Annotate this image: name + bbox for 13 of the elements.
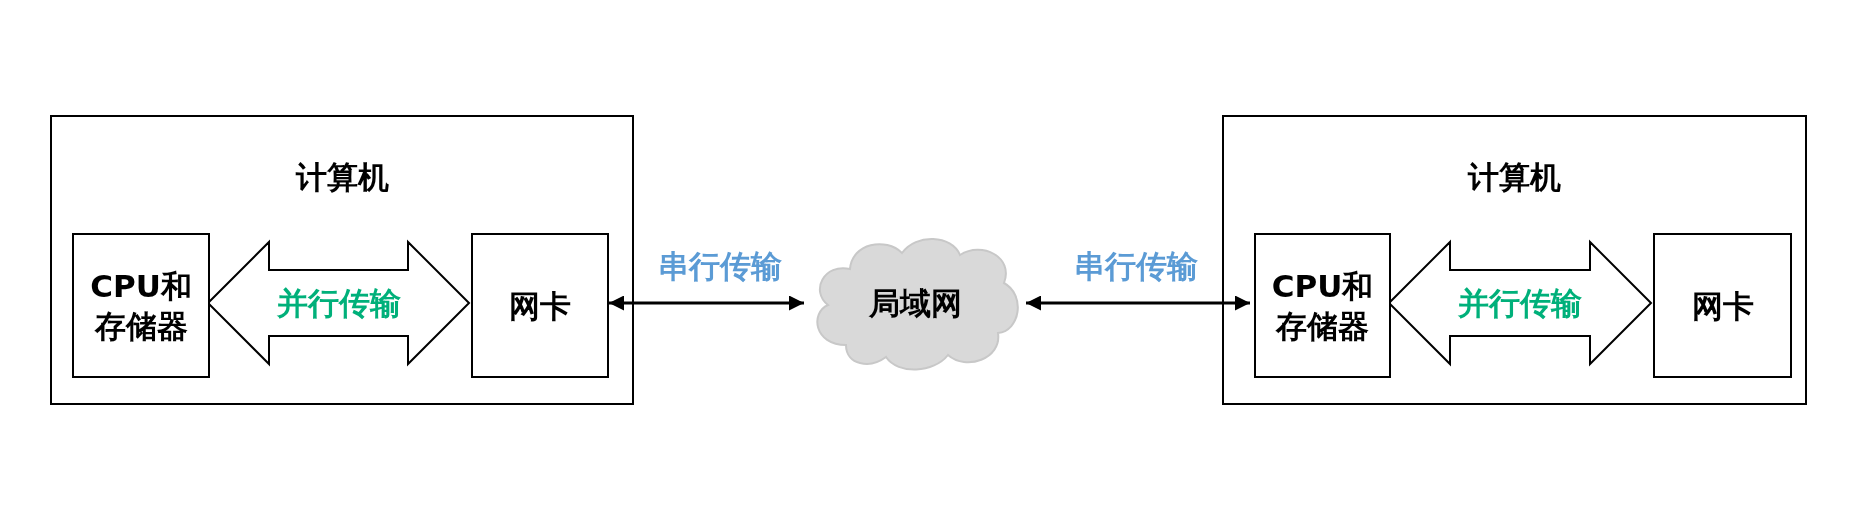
component-box: CPU和存储器: [72, 233, 210, 378]
component-box: 网卡: [1653, 233, 1792, 378]
component-box: 网卡: [471, 233, 609, 378]
arrow: [609, 295, 804, 311]
arrow: [1026, 295, 1250, 311]
node-label: 局域网: [868, 284, 962, 323]
computer-box: [1222, 115, 1807, 405]
edge-label: 并行传输: [276, 284, 401, 322]
component-box: CPU和存储器: [1254, 233, 1391, 378]
box-title: 计算机: [1466, 158, 1562, 197]
computer-box: [50, 115, 634, 405]
box-title: 计算机: [294, 158, 390, 197]
edge-label: 并行传输: [1458, 284, 1582, 322]
